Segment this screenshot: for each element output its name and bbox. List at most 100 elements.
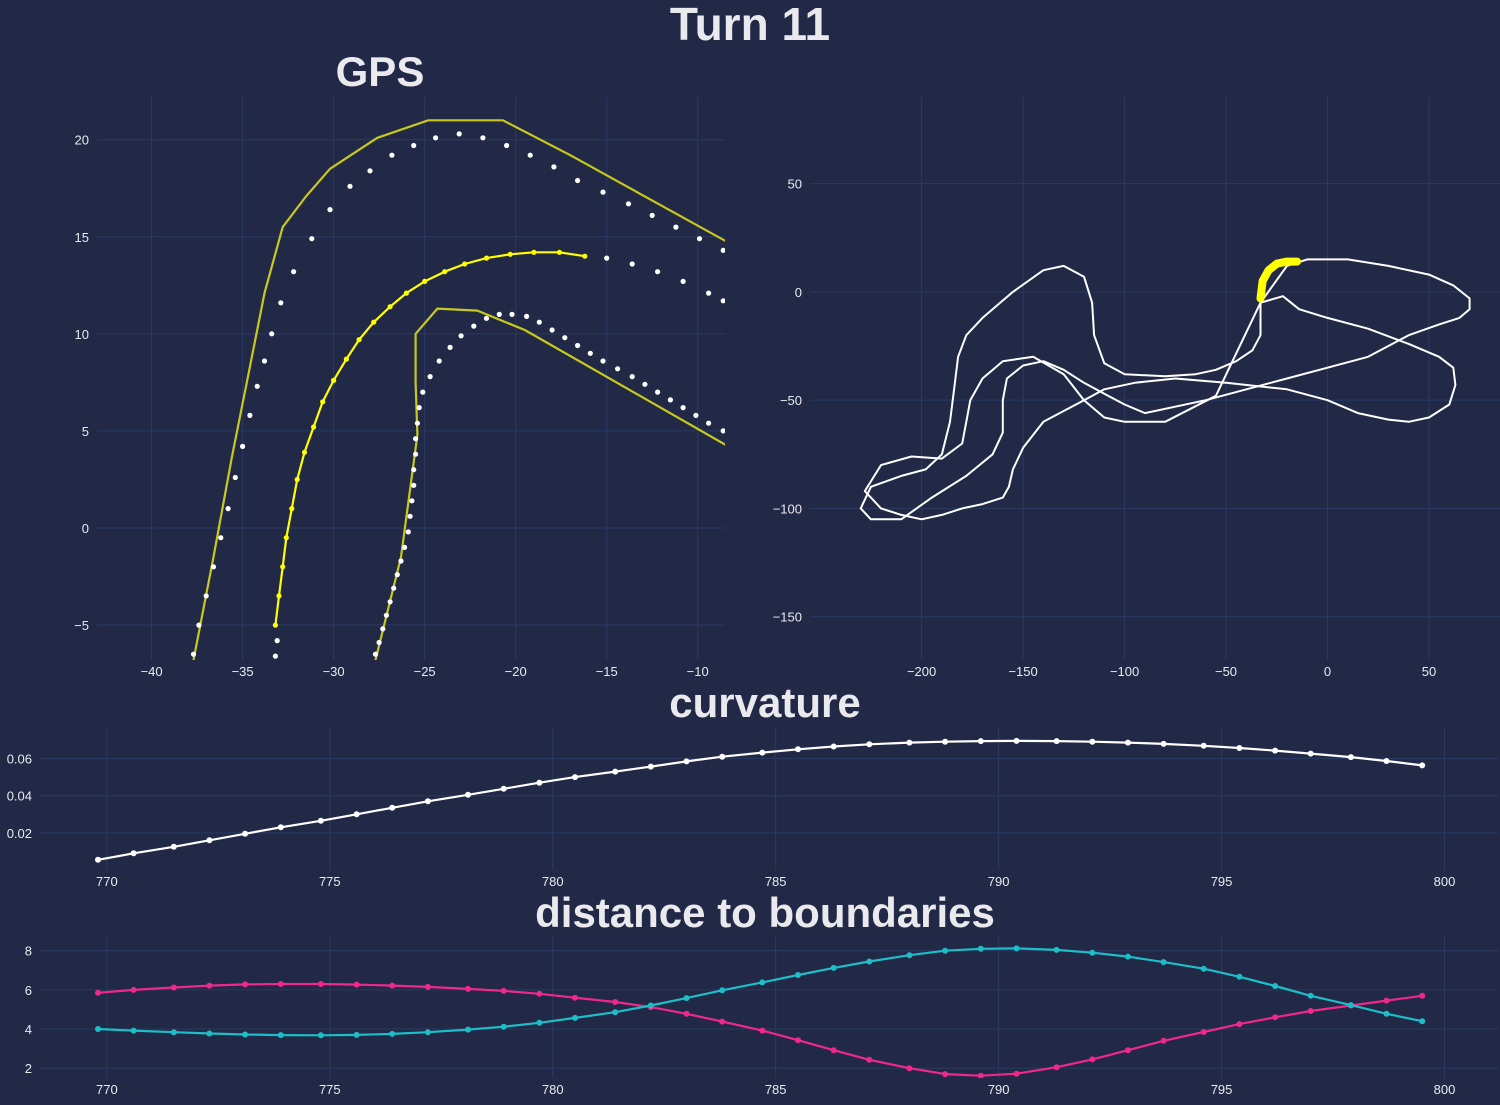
gps-inner-boundary-point — [615, 366, 621, 372]
curvature-curvature-point — [1200, 742, 1207, 749]
gps-ytick-label: 20 — [75, 133, 89, 148]
distance-right-point — [500, 1023, 507, 1030]
gps-racing-line-point — [706, 290, 712, 296]
gps-outer-boundary-point — [309, 236, 315, 242]
curvature-curvature-point — [317, 817, 324, 824]
gps-outer-boundary-point — [575, 177, 581, 184]
gps-outer-boundary-point — [225, 506, 231, 512]
gps-outer-boundary-point — [480, 135, 486, 141]
gps-inner-boundary-point — [706, 420, 712, 426]
gps-racing-line-point — [371, 319, 377, 325]
gps-inner-boundary-point — [409, 498, 415, 504]
gps-outer-boundary-point — [411, 142, 417, 149]
distance-ytick-label: 8 — [25, 944, 32, 959]
distance-left-point — [1160, 1037, 1167, 1044]
gps-inner-boundary-point — [496, 311, 502, 317]
curvature-curvature-point — [647, 763, 654, 770]
distance-xtick-label: 800 — [1434, 1082, 1456, 1097]
curvature-xtick-label: 785 — [765, 874, 787, 889]
gps-inner-boundary-point — [413, 451, 419, 457]
gps-racing-line-point — [556, 249, 563, 255]
gps-inner-boundary-point — [629, 374, 635, 380]
gps-inner-boundary-point — [411, 482, 417, 488]
distance-xtick-label: 775 — [319, 1082, 341, 1097]
track-xtick-label: 50 — [1422, 664, 1436, 679]
gps-inner-boundary-point — [471, 323, 477, 329]
distance-plot-area — [95, 945, 1426, 1078]
gps-inner-boundary-point — [642, 381, 648, 387]
gps-outer-boundary-point — [261, 358, 268, 364]
gps-xtick-label: −15 — [596, 664, 618, 679]
curvature-curvature-point — [1419, 762, 1426, 769]
track-xtick-label: −200 — [907, 664, 936, 679]
curvature-curvature-point — [866, 741, 873, 748]
gps-inner-boundary-point — [402, 544, 408, 551]
gps-outer-boundary-point — [504, 142, 510, 149]
gps-racing-line-point — [629, 261, 635, 267]
gps-racing-line-point — [462, 261, 468, 267]
distance-right-point — [866, 958, 873, 965]
distance-left-point — [612, 999, 619, 1005]
distance-right-point — [242, 1031, 249, 1038]
gps-racing-line-point — [274, 638, 280, 644]
distance-right-point — [647, 1002, 654, 1009]
gps-inner-boundary-point — [524, 313, 530, 319]
curvature-curvature-point — [1124, 739, 1131, 746]
distance-right-point — [1272, 983, 1279, 989]
curvature-curvature-point — [1236, 745, 1243, 751]
distance-left-point — [353, 981, 360, 988]
track-ytick-label: −100 — [773, 501, 802, 516]
gps-racing-line-point — [507, 251, 513, 257]
curvature-curvature-point — [536, 779, 543, 786]
gps-outer-boundary-point — [696, 236, 703, 242]
gps-inner-boundary-point — [372, 651, 379, 657]
gps-outer-boundary-point — [240, 443, 246, 449]
gps-racing-line-line — [274, 251, 586, 627]
curvature-xtick-label: 780 — [542, 874, 564, 889]
curvature-curvature-point — [977, 738, 984, 745]
distance-xtick-label: 785 — [765, 1082, 787, 1097]
gps-inner-boundary-point — [420, 389, 426, 395]
distance-left-point — [424, 983, 431, 990]
gps-ytick-label: 15 — [75, 230, 89, 245]
curvature-curvature-point — [1347, 754, 1354, 761]
curvature-curvature-point — [795, 746, 801, 753]
gps-racing-line-point — [283, 535, 289, 541]
track-xtick-label: 0 — [1324, 664, 1331, 679]
distance-right-point — [1013, 945, 1020, 952]
gps-xtick-label: −30 — [323, 664, 345, 679]
distance-left-point — [500, 987, 507, 994]
curvature-curvature-point — [389, 804, 396, 811]
distance-left-point — [465, 985, 471, 992]
gps-inner-boundary-point — [411, 467, 417, 473]
distance-left-point — [1272, 1014, 1279, 1021]
curvature-ytick-label: 0.06 — [7, 752, 32, 767]
curvature-curvature-point — [1307, 750, 1314, 757]
distance-left-point — [1307, 1008, 1314, 1014]
gps-outer-boundary-point — [456, 131, 462, 137]
gps-inner-boundary-point — [575, 342, 581, 349]
distance-right-point — [906, 952, 913, 959]
gps-inner-boundary-point — [667, 397, 674, 403]
distance-right-point — [1200, 965, 1207, 972]
gps-xtick-label: −40 — [141, 664, 163, 679]
distance-left-point — [1053, 1064, 1060, 1071]
gps-racing-line-point — [272, 653, 278, 659]
gps-racing-line-point — [320, 399, 326, 405]
gps-inner-boundary-point — [693, 412, 699, 418]
distance-left-point — [866, 1056, 873, 1063]
curvature-xtick-label: 800 — [1434, 874, 1456, 889]
distance-left-point — [317, 981, 324, 987]
gps-racing-line-point — [387, 304, 393, 310]
distance-title: distance to boundaries — [535, 889, 995, 936]
gps-inner-boundary-point — [405, 529, 411, 535]
gps-racing-line-point — [356, 337, 362, 343]
distance-left-point — [1089, 1056, 1096, 1063]
gps-inner-boundary-point — [407, 513, 413, 519]
gps-outer-boundary-point — [600, 189, 606, 195]
curvature-curvature-point — [612, 768, 619, 775]
track-ytick-label: 0 — [795, 285, 802, 300]
